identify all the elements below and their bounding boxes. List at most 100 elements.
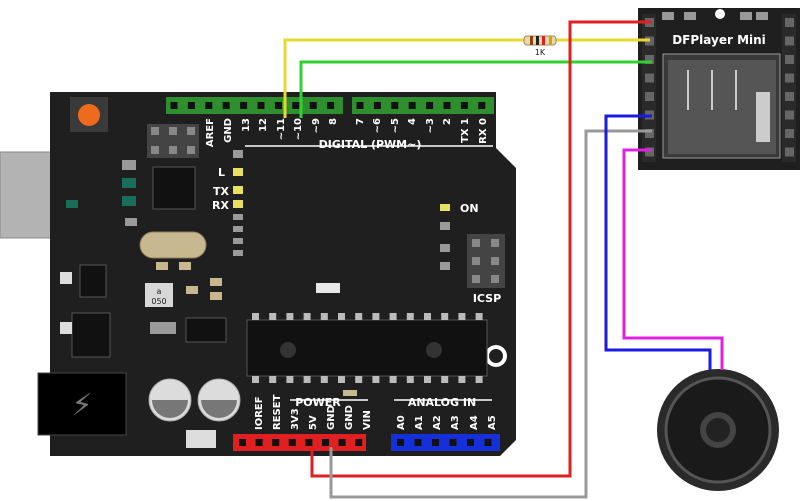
dfplayer-pin-right: [785, 36, 794, 46]
chip-pin: [441, 376, 449, 383]
digital-pin-label: 7: [355, 118, 366, 125]
power-header-hole: [322, 439, 329, 446]
power-header-hole: [255, 439, 263, 446]
chip-pin: [320, 313, 328, 320]
digital-header-hole: [443, 102, 451, 109]
dfplayer-pin-right: [785, 92, 794, 101]
icsp-header: [467, 234, 505, 288]
digital-header-hole: [327, 102, 335, 109]
power-header-hole: [239, 439, 246, 446]
icsp-label: ICSP: [473, 292, 501, 305]
usb-icsp-header: [147, 124, 199, 158]
led-rx-label: RX: [212, 199, 229, 212]
dc-jack: [37, 372, 127, 436]
chip-pin: [406, 376, 414, 383]
led-tx-label: TX: [213, 185, 230, 198]
atmega-chip: [246, 319, 488, 377]
bottom-header-holes: [239, 439, 492, 446]
reset-button: [78, 104, 100, 126]
digital-pin-label: ~5: [390, 118, 401, 133]
analog-pin-label: A1: [414, 415, 425, 430]
dfplayer-pin-right: [785, 73, 794, 83]
resistor-label: 1K: [535, 48, 546, 57]
op-amp-chip: [185, 317, 227, 343]
power-header-hole: [355, 439, 363, 446]
resistor-column: [233, 150, 243, 256]
chip-pin: [475, 376, 483, 383]
digital-header-hole: [426, 102, 434, 109]
power-pin-label: IOREF: [254, 396, 265, 430]
crystal-oscillator: [139, 231, 207, 259]
digital-header-hole: [292, 102, 300, 109]
chip-pin: [424, 313, 431, 320]
digital-pin-label: ~9: [311, 118, 322, 133]
digital-pin-label: 2: [442, 118, 453, 125]
chip-pin: [389, 376, 397, 383]
power-header-hole: [288, 439, 296, 446]
chip-pin: [389, 313, 397, 320]
dfplayer-pin-right: [785, 147, 794, 157]
dfplayer-pin-right: [785, 18, 794, 27]
chip-pin: [252, 376, 259, 383]
power-pin-label: VIN: [362, 410, 373, 430]
analog-pin-label: A3: [450, 415, 461, 430]
analog-header: [391, 434, 500, 451]
digital-pin-label: ~11: [276, 118, 287, 140]
digital-pin-label: ~3: [425, 118, 436, 133]
digital-header-label: DIGITAL (PWM~): [319, 138, 422, 151]
digital-header-hole: [391, 102, 399, 109]
power-pin-label: 3V3: [290, 408, 301, 430]
digital-pin-label: TX 1: [460, 118, 471, 143]
chip-pin: [320, 376, 328, 383]
red-wire: [310, 20, 652, 478]
digital-header-hole: [187, 102, 195, 109]
digital-pin-label: 12: [258, 118, 269, 132]
chip-pin: [269, 313, 277, 320]
analog-header-hole: [449, 439, 457, 446]
analog-header-hole: [397, 439, 404, 446]
analog-pin-label: A5: [487, 415, 498, 430]
chip-pin: [406, 313, 414, 320]
chip-pin: [286, 313, 294, 320]
dfplayer-pin-left: [645, 73, 654, 83]
chip-pin: [475, 313, 483, 320]
chip-pin: [424, 376, 431, 383]
digital-header-hole: [478, 102, 486, 109]
dfplayer-title: DFPlayer Mini: [672, 33, 766, 47]
yellow-wire: [283, 38, 524, 118]
chip-pins-bottom: [252, 376, 483, 383]
analog-pin-label: A4: [469, 415, 480, 430]
led-l-label: L: [218, 166, 225, 179]
chip-pin: [338, 313, 345, 320]
analog-header-hole: [432, 439, 439, 446]
analog-header-hole: [484, 439, 492, 446]
digital-header-hole: [356, 102, 364, 109]
chip-pin: [458, 313, 466, 320]
regulator-bottom: [71, 312, 111, 358]
usb-chip: [152, 166, 196, 210]
power-pin-label: GND: [326, 405, 337, 430]
power-header-label: POWER: [295, 396, 341, 409]
chip-pin: [286, 376, 294, 383]
blue-wire: [604, 114, 712, 370]
digital-header-hole: [373, 102, 381, 109]
digital-pin-label: ~10: [293, 118, 304, 140]
digital-header-hole: [170, 102, 178, 109]
dfplayer-pin-left: [645, 129, 654, 138]
digital-header-hole: [460, 102, 468, 109]
digital-header-hole: [408, 102, 416, 109]
digital-header-right: [352, 97, 494, 114]
power-header-hole: [338, 439, 346, 446]
digital-pin-label: ~6: [372, 118, 383, 133]
digital-pin-label: AREF: [205, 118, 216, 147]
green-wire: [299, 60, 652, 118]
digital-pin-label: 8: [328, 118, 339, 125]
digital-pin-label: GND: [223, 118, 234, 143]
dfplayer-module: DFPlayer Mini: [638, 8, 800, 170]
speaker: [657, 369, 779, 491]
analog-header-hole: [467, 439, 474, 446]
power-bolt-icon: ⚡: [71, 388, 92, 423]
digital-header-hole: [309, 102, 317, 109]
